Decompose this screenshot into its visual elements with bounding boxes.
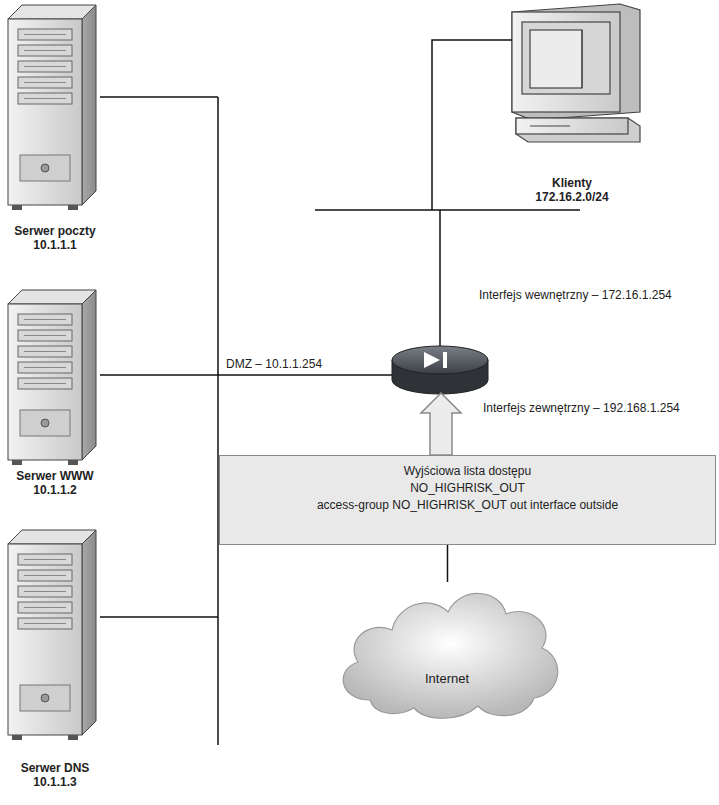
- bay-slot: [24, 575, 66, 576]
- client-label: Klienty172.16.2.0/24: [533, 176, 611, 204]
- server-label: Serwer WWW10.1.1.2: [14, 469, 96, 497]
- tower-foot: [12, 205, 22, 210]
- drive-bay: [18, 45, 72, 56]
- tower-foot: [12, 735, 22, 740]
- interface-label: Interfejs wewnętrzny – 172.16.1.254: [478, 288, 673, 302]
- drive-bay: [18, 378, 72, 389]
- tower-top: [8, 290, 96, 304]
- tower-side: [82, 5, 96, 205]
- drive-bay: [18, 586, 72, 597]
- power-button: [41, 164, 49, 172]
- server-label: Serwer DNS10.1.1.3: [19, 761, 92, 789]
- bay-slot: [24, 319, 66, 320]
- cloud-outline: [330, 582, 565, 722]
- power-button: [41, 419, 49, 427]
- bay-slot: [24, 50, 66, 51]
- interface-label: DMZ – 10.1.1.254: [225, 357, 323, 371]
- bay-slot: [24, 82, 66, 83]
- firewall-symbol: [392, 346, 488, 394]
- ip-address: 10.1.1.1: [12, 238, 98, 252]
- host-name: Klienty: [533, 176, 611, 190]
- bay-slot: [24, 607, 66, 608]
- drive-bay: [18, 618, 72, 629]
- bay-slot: [24, 34, 66, 35]
- tower-top: [8, 530, 96, 544]
- ip-address: 172.16.2.0/24: [533, 190, 611, 204]
- acl-text: access-group NO_HIGHRISK_OUT out interfa…: [220, 497, 715, 514]
- bay-slot: [24, 351, 66, 352]
- bay-slot: [24, 367, 66, 368]
- tower-front: [8, 304, 82, 460]
- bay-slot: [24, 66, 66, 67]
- power-button: [41, 694, 49, 702]
- bay-slot: [24, 335, 66, 336]
- drive-bay: [18, 362, 72, 373]
- tower-side: [82, 290, 96, 460]
- tower-panel: [20, 685, 70, 711]
- tower-front: [8, 544, 82, 735]
- bay-slot: [24, 591, 66, 592]
- server-towers: [8, 5, 96, 740]
- network-wires: [100, 40, 580, 745]
- drive-bay: [18, 602, 72, 613]
- drive-bay: [18, 77, 72, 88]
- uplink-line: [447, 545, 449, 582]
- drive-bay: [18, 61, 72, 72]
- bay-slot: [24, 98, 66, 99]
- tower-panel: [20, 155, 70, 181]
- bay-slot: [24, 559, 66, 560]
- acl-text: NO_HIGHRISK_OUT: [220, 480, 715, 497]
- tower-foot: [12, 460, 22, 465]
- acl-text: Wyjściowa lista dostępu: [220, 463, 715, 480]
- host-name: Serwer WWW: [14, 469, 96, 483]
- tower-foot: [68, 205, 78, 210]
- drive-bay: [18, 93, 72, 104]
- tower-front: [8, 19, 82, 205]
- interface-label: Interfejs zewnętrzny – 192.168.1.254: [482, 401, 681, 415]
- ip-address: 10.1.1.2: [14, 483, 96, 497]
- drive-bay: [18, 554, 72, 565]
- drive-bay: [18, 314, 72, 325]
- ip-address: 10.1.1.3: [19, 775, 92, 789]
- hollow-arrow: [421, 393, 461, 455]
- tower-side: [82, 530, 96, 735]
- drive-bay: [18, 29, 72, 40]
- acl-band: Wyjściowa lista dostępuNO_HIGHRISK_OUTac…: [219, 455, 716, 545]
- host-name: Serwer poczty: [12, 224, 98, 238]
- internet-cloud: Internet: [330, 582, 565, 722]
- tower-top: [8, 5, 96, 19]
- drive-bay: [18, 570, 72, 581]
- cloud-label: Internet: [425, 672, 469, 686]
- tower-foot: [68, 735, 78, 740]
- tower-panel: [20, 410, 70, 436]
- drive-bay: [18, 330, 72, 341]
- host-name: Serwer DNS: [19, 761, 92, 775]
- tower-foot: [68, 460, 78, 465]
- bay-slot: [24, 623, 66, 624]
- client-computer: [512, 4, 640, 142]
- server-label: Serwer poczty10.1.1.1: [12, 224, 98, 252]
- bay-slot: [24, 383, 66, 384]
- drive-bay: [18, 346, 72, 357]
